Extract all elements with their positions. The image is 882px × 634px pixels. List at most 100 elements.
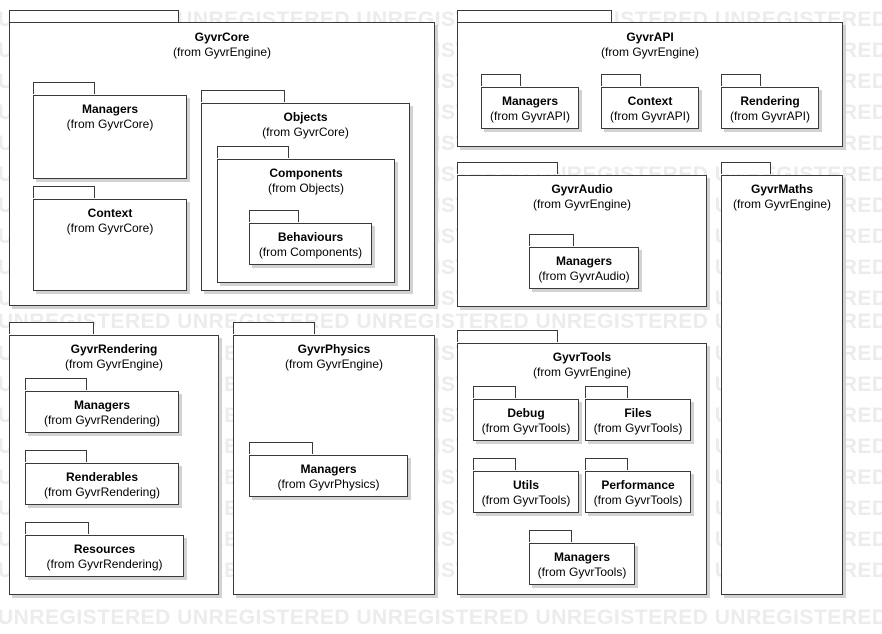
package-tools-managers[interactable]: Managers (from GyvrTools) (529, 530, 635, 585)
package-tab (721, 74, 761, 86)
package-origin: (from GyvrPhysics) (277, 477, 380, 491)
package-tab (721, 162, 771, 174)
package-tab (25, 450, 87, 462)
package-tab (457, 330, 558, 342)
package-tab (33, 82, 95, 94)
package-body (721, 87, 819, 129)
package-name: Rendering (740, 94, 800, 108)
package-tab (473, 386, 516, 398)
package-tab (585, 386, 628, 398)
package-origin: (from GyvrEngine) (284, 357, 384, 371)
package-origin: (from GyvrCore) (66, 221, 154, 235)
package-origin: (from GyvrEngine) (732, 197, 832, 211)
package-name: GyvrCore (194, 30, 250, 44)
package-body (481, 87, 579, 129)
package-name: Managers (300, 462, 357, 476)
package-name: Components (269, 166, 343, 180)
watermark-text: UNREGISTERED UNREGISTERED UNREGISTERED U… (0, 606, 882, 629)
package-name: Context (87, 206, 133, 220)
package-origin: (from GyvrTools) (593, 493, 683, 507)
package-tab (585, 458, 628, 470)
package-origin: (from GyvrTools) (481, 493, 571, 507)
package-core-context[interactable]: Context (from GyvrCore) (33, 186, 187, 291)
package-body (249, 223, 372, 265)
package-body (25, 463, 179, 505)
package-tools-files[interactable]: Files (from GyvrTools) (585, 386, 691, 441)
package-tab (249, 442, 313, 454)
package-tab (25, 522, 89, 534)
package-origin: (from GyvrEngine) (172, 45, 272, 59)
package-body (529, 543, 635, 585)
package-api-managers[interactable]: Managers (from GyvrAPI) (481, 74, 579, 129)
package-gyvrmaths[interactable]: GyvrMaths (from GyvrEngine) (721, 162, 843, 595)
package-origin: (from GyvrEngine) (532, 197, 632, 211)
package-origin: (from GyvrAPI) (730, 109, 810, 123)
package-body (249, 455, 408, 497)
package-name: Context (627, 94, 673, 108)
package-origin: (from GyvrAPI) (490, 109, 570, 123)
package-tab (473, 458, 516, 470)
package-body (529, 247, 639, 289)
package-tab (529, 530, 572, 542)
package-origin: (from GyvrRendering) (43, 485, 161, 499)
package-tools-performance[interactable]: Performance (from GyvrTools) (585, 458, 691, 513)
package-tab (457, 10, 612, 22)
package-name: Managers (553, 550, 611, 564)
package-body (585, 399, 691, 441)
package-origin: (from Objects) (267, 181, 344, 195)
package-body (33, 199, 187, 291)
package-name: GyvrPhysics (297, 342, 371, 356)
package-tab (601, 74, 641, 86)
package-body (585, 471, 691, 513)
package-origin: (from GyvrTools) (481, 421, 571, 435)
package-tab (457, 162, 558, 174)
package-api-rendering[interactable]: Rendering (from GyvrAPI) (721, 74, 819, 129)
package-origin: (from GyvrRendering) (43, 413, 161, 427)
package-origin: (from GyvrCore) (262, 125, 349, 139)
package-body (33, 95, 187, 179)
package-body (473, 471, 579, 513)
package-body (473, 399, 579, 441)
package-rendering-resources[interactable]: Resources (from GyvrRendering) (25, 522, 184, 577)
package-rendering-managers[interactable]: Managers (from GyvrRendering) (25, 378, 179, 433)
package-name: Debug (507, 406, 545, 420)
package-origin: (from GyvrEngine) (600, 45, 700, 59)
package-name: GyvrAPI (626, 30, 674, 44)
package-audio-managers[interactable]: Managers (from GyvrAudio) (529, 234, 639, 289)
package-origin: (from Components) (258, 245, 363, 259)
package-name: Managers (81, 102, 139, 116)
package-origin: (from GyvrTools) (537, 565, 627, 579)
package-tab (9, 10, 179, 22)
package-tab (201, 90, 285, 102)
package-name: Files (624, 406, 652, 420)
package-name: Performance (601, 478, 675, 492)
package-tab (233, 322, 315, 334)
package-tab (9, 322, 94, 334)
package-rendering-renderables[interactable]: Renderables (from GyvrRendering) (25, 450, 179, 505)
package-physics-managers[interactable]: Managers (from GyvrPhysics) (249, 442, 408, 497)
package-behaviours[interactable]: Behaviours (from Components) (249, 210, 372, 265)
package-tab (33, 186, 95, 198)
package-origin: (from GyvrAPI) (610, 109, 690, 123)
package-name: GyvrTools (552, 350, 612, 364)
package-tab (529, 234, 574, 246)
package-body (25, 535, 184, 577)
package-origin: (from GyvrEngine) (532, 365, 632, 379)
package-tab (249, 210, 299, 222)
package-body (25, 391, 179, 433)
package-name: Behaviours (277, 230, 344, 244)
package-tab (481, 74, 521, 86)
package-origin: (from GyvrAudio) (538, 269, 630, 283)
package-origin: (from GyvrEngine) (64, 357, 164, 371)
package-api-context[interactable]: Context (from GyvrAPI) (601, 74, 699, 129)
package-origin: (from GyvrCore) (66, 117, 154, 131)
package-name: Resources (73, 542, 136, 556)
package-name: Objects (283, 110, 328, 124)
package-tools-utils[interactable]: Utils (from GyvrTools) (473, 458, 579, 513)
package-tools-debug[interactable]: Debug (from GyvrTools) (473, 386, 579, 441)
package-tab (217, 146, 289, 158)
package-name: GyvrAudio (551, 182, 613, 196)
package-tab (25, 378, 87, 390)
package-body (721, 175, 843, 595)
package-core-managers[interactable]: Managers (from GyvrCore) (33, 82, 187, 179)
